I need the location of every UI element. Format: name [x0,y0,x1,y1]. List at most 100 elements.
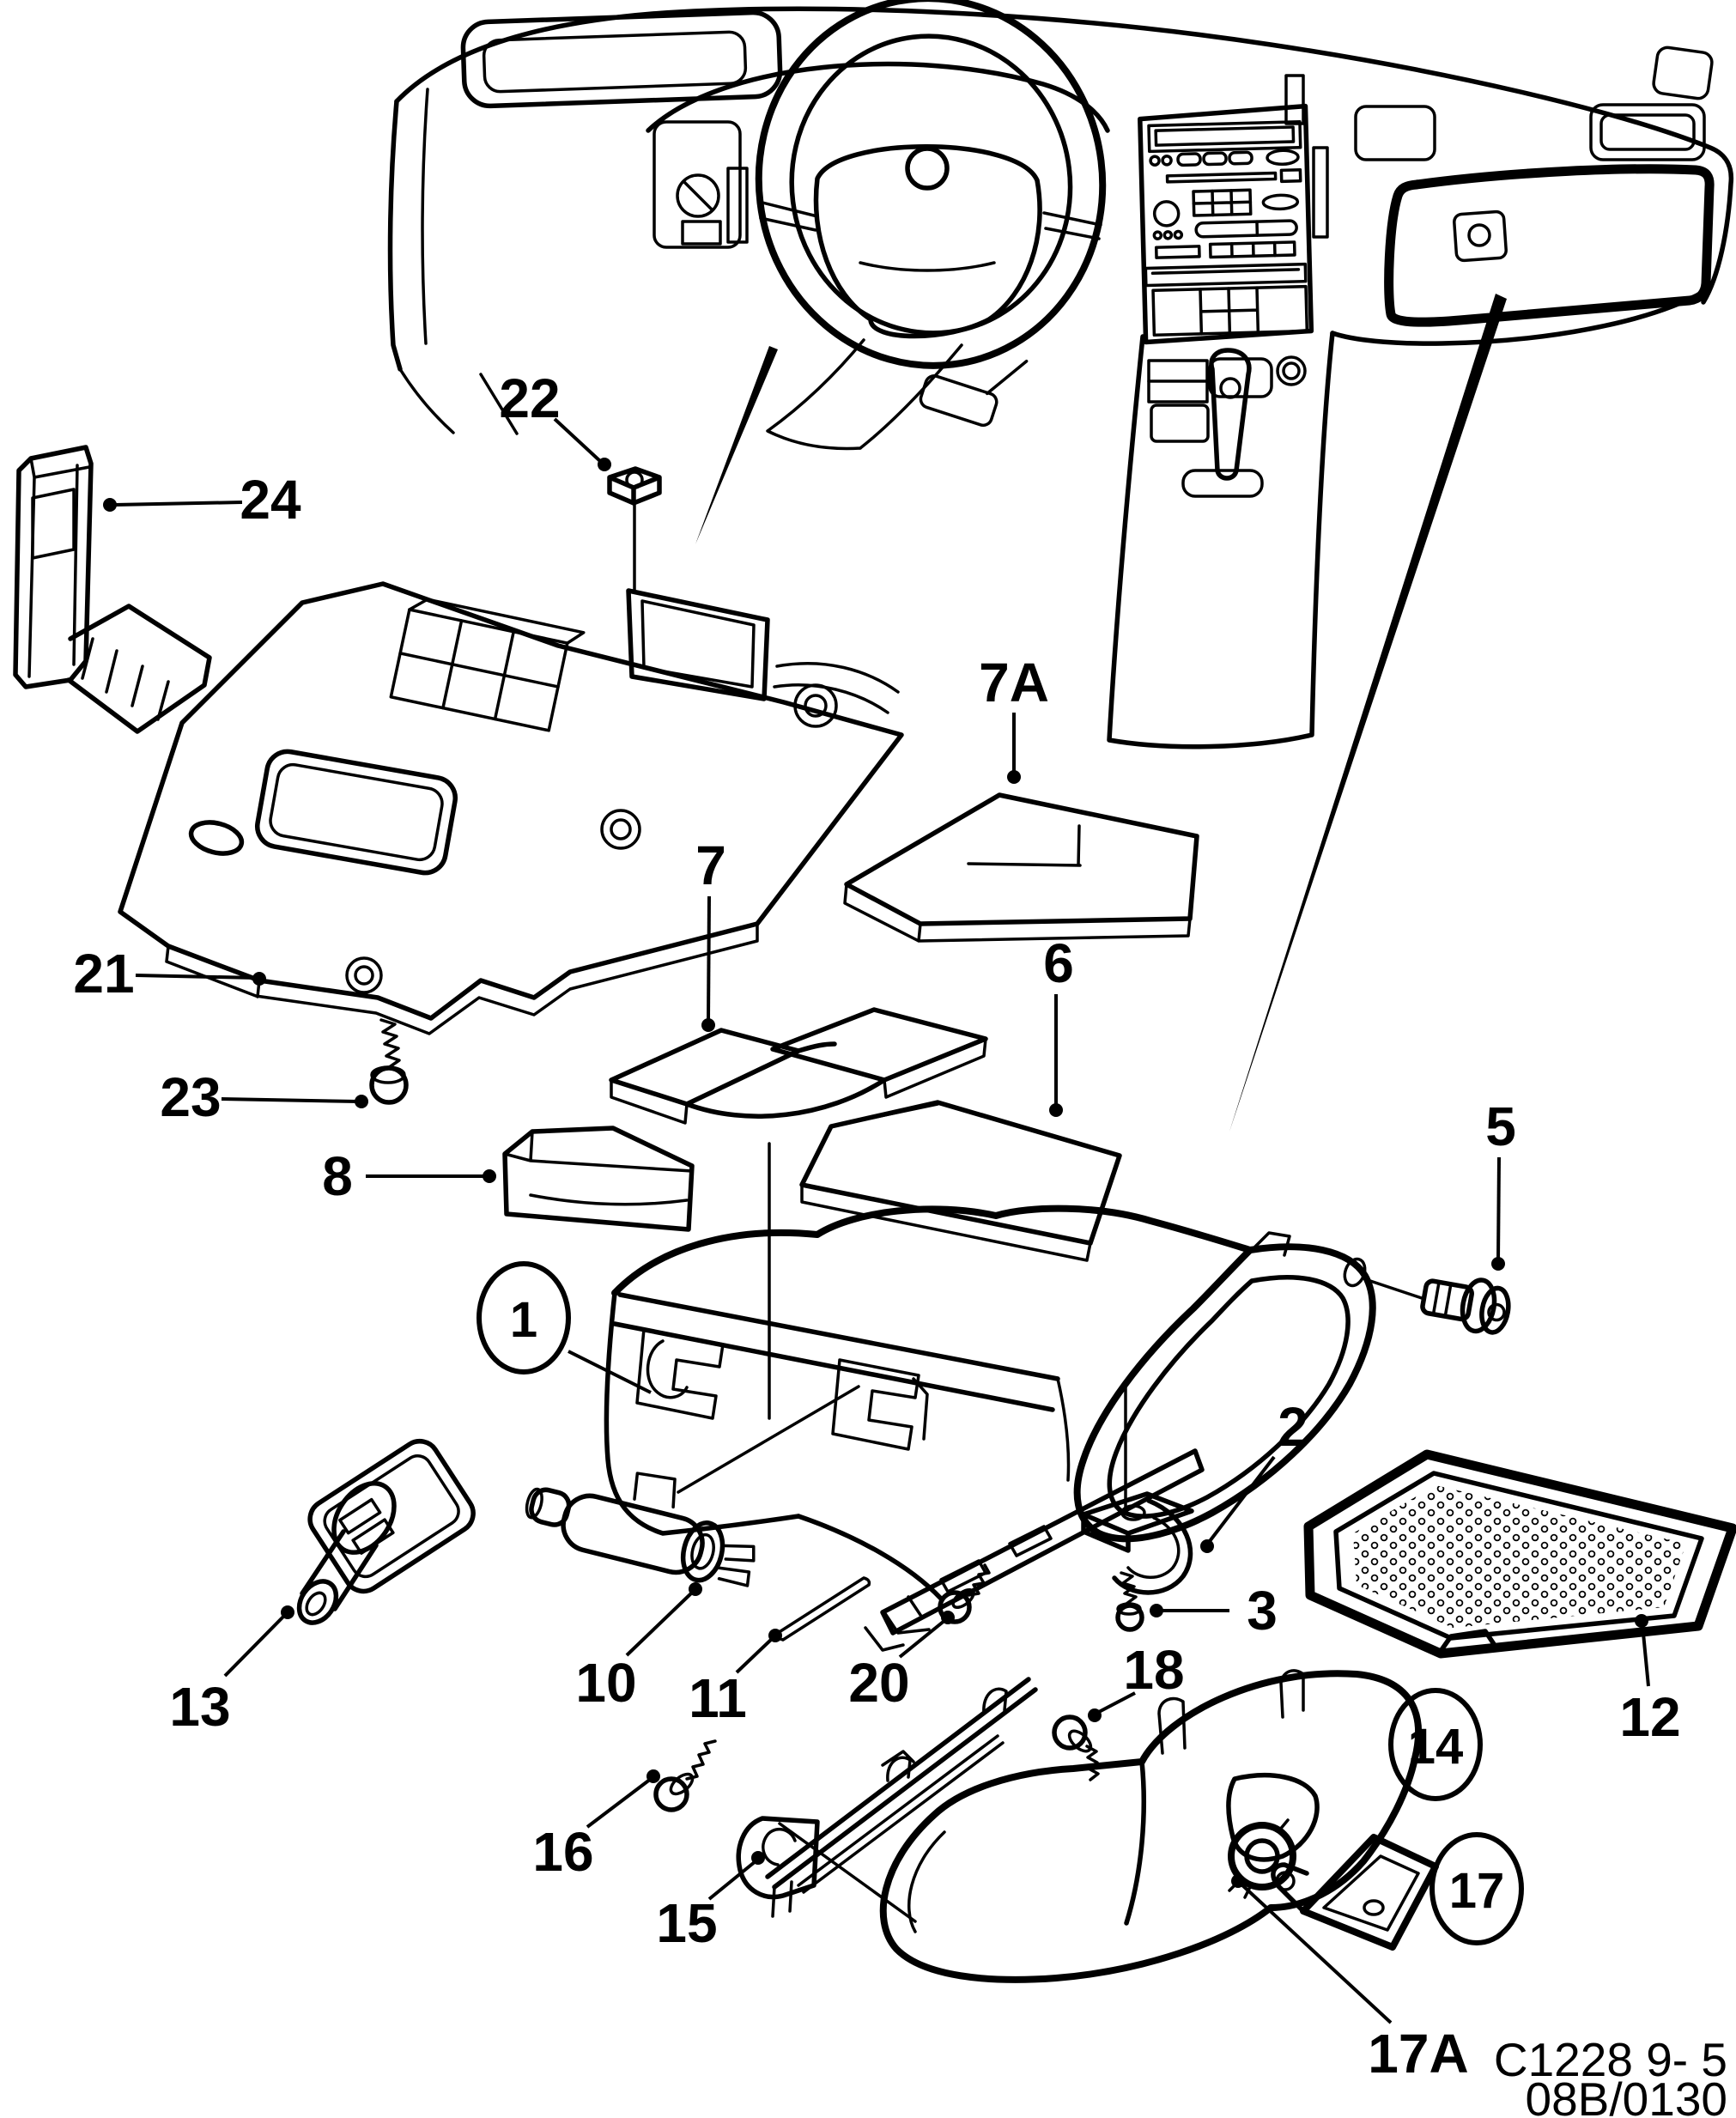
gear-shifter-console [919,331,1335,749]
part-20-screw [938,1563,991,1624]
callout-number-18: 18 [1123,1639,1184,1701]
callout-dot [483,1169,496,1183]
callout-13: 13 [169,1605,294,1738]
panel-oval-hole [188,820,245,856]
callout-number-22: 22 [499,367,560,429]
callout-circle [1429,1832,1524,1945]
callout-number-11: 11 [689,1667,747,1729]
callout-dot [941,1611,955,1624]
part-22-nut [607,466,662,594]
callout-number-13: 13 [169,1676,230,1738]
glovebox-door-on-dash [1330,164,1715,346]
callout-dot [281,1605,294,1619]
callout-17: 17 [1429,1832,1524,1945]
part-14-glovebox-lid [879,1669,1422,1983]
part-23-screw [369,1018,409,1105]
callout-leader [707,895,711,1023]
dashboard-illustration [387,0,1734,1132]
callout-dot [1200,1539,1214,1553]
callout-dot [355,1095,368,1108]
callout-number-5: 5 [1485,1095,1516,1157]
callout-number-24: 24 [240,469,301,531]
callout-7A: 7A [979,652,1049,784]
callout-21: 21 [73,943,266,1004]
center-stack [1138,103,1314,345]
callout-20: 20 [848,1611,955,1714]
callout-number-23: 23 [160,1066,221,1128]
callout-circle [1388,1688,1483,1801]
callout-number-17: 17 [1449,1863,1505,1919]
pointer-line-a [695,346,778,544]
steering-wheel [755,0,1107,369]
callout-10: 10 [575,1582,702,1714]
panel-raised-box [255,749,458,876]
callout-8: 8 [322,1145,496,1207]
housing-seal-frame [1073,1231,1423,1543]
callout-dot [689,1582,702,1596]
callout-dot [768,1629,782,1642]
callout-number-7A: 7A [979,652,1049,713]
callout-leader [586,1777,653,1829]
panel-receptacle [626,588,770,701]
callout-1: 1 [476,1261,652,1394]
callout-dot [103,498,117,512]
callout-leader [1205,1455,1276,1546]
panel-connector-block [389,598,586,732]
callout-dot [646,1769,660,1783]
callout-number-21: 21 [73,943,134,1004]
callout-dot [1088,1708,1102,1722]
part-16-screw [653,1739,717,1812]
callout-number-3: 3 [1247,1580,1278,1642]
callout-leader [114,501,243,507]
callout-leader [221,1097,359,1103]
headlight-switch-panel [653,120,749,249]
callout-leader [568,1350,652,1394]
callout-18: 18 [1088,1639,1185,1722]
callout-circle [476,1261,571,1375]
lock-striker-slot-left [635,1327,725,1420]
callout-leader [1641,1623,1650,1687]
part-18-screw [1052,1714,1100,1781]
callout-16: 16 [532,1769,660,1883]
callout-leader [625,1591,694,1657]
part-15-hinge-rail [736,1677,1038,1923]
ignition-switch-icon [676,173,720,218]
callout-6: 6 [1043,932,1074,1117]
part-21-insulation-panel [118,581,904,1035]
callout-number-15: 15 [656,1892,717,1954]
callout-7: 7 [695,834,726,1032]
callout-24: 24 [103,469,301,531]
part-7-pad [609,1007,988,1125]
callout-number-6: 6 [1043,932,1074,994]
callout-dot [1231,1874,1245,1888]
callout-number-17A: 17A [1368,2023,1468,2085]
part-24-bracket [13,445,212,734]
callout-22: 22 [499,367,611,471]
callout-dot [1491,1257,1505,1271]
callout-12: 12 [1619,1614,1681,1748]
part-12-mat-tray [1303,1449,1736,1659]
callout-17A: 17A [1231,1874,1469,2085]
callout-number-8: 8 [322,1145,353,1207]
part-2-bracket [1081,1384,1194,1595]
callout-number-14: 14 [1408,1719,1464,1775]
drawing-code: C1228 9- 5 [1494,2033,1727,2086]
part-11-pin [775,1576,871,1642]
callout-3: 3 [1150,1580,1278,1642]
steering-wheel-hub [759,144,1102,451]
dash-outline [394,6,1734,305]
callout-dot [1635,1614,1648,1628]
callout-number-10: 10 [575,1652,636,1714]
part-17-lamp [1271,1834,1439,1951]
lock-striker-slot-center [831,1358,929,1451]
callout-leader [223,1614,286,1678]
sheet-code: 08B/0130 [1526,2072,1728,2118]
callout-2: 2 [1200,1396,1308,1553]
callout-dot [598,458,611,471]
part-6-pad [799,1100,1122,1262]
part-8-pad [502,1126,695,1232]
brake-pedal [919,359,1029,428]
callout-leader [553,417,603,464]
callout-leader [1496,1156,1501,1261]
